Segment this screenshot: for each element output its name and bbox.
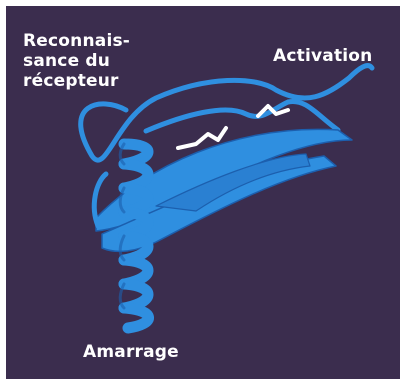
protein-structure-figure: Reconnais- sance du récepteur Activation… [6,6,400,379]
label-activation: Activation [273,46,372,66]
label-line: sance du [23,51,130,71]
alpha-helix [124,144,149,328]
coil-segment [146,101,338,131]
label-line: Reconnais- [23,31,130,51]
label-receptor-recognition: Reconnais- sance du récepteur [23,31,130,91]
label-docking: Amarrage [83,342,179,362]
label-line: récepteur [23,71,130,91]
